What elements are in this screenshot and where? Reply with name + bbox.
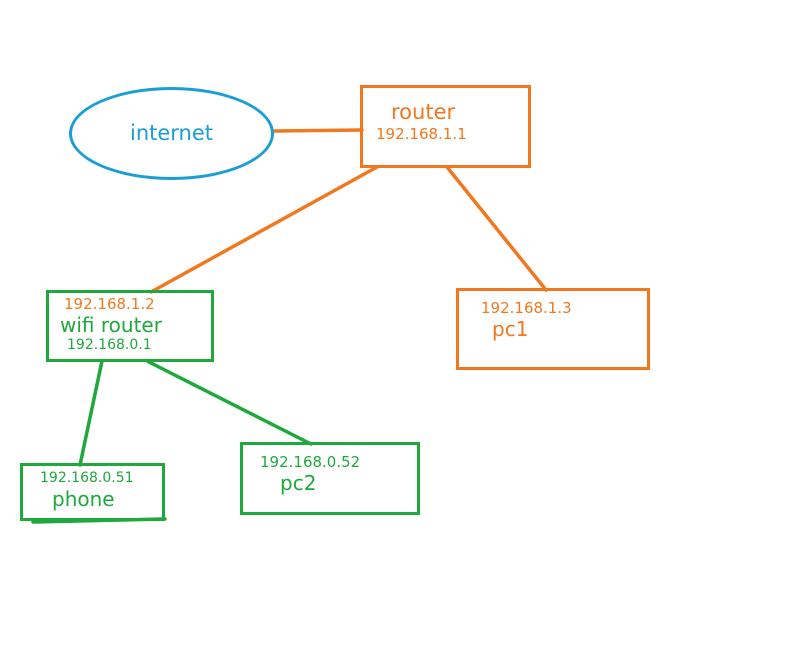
- pc2-ip: 192.168.0.52: [260, 453, 361, 471]
- edge-router-pc1: [445, 165, 548, 292]
- node-phone: 192.168.0.51 phone: [20, 463, 165, 521]
- edge-wifi-router-pc2: [145, 359, 313, 446]
- wifi-router-wan-ip: 192.168.1.2: [64, 295, 155, 313]
- phone-ip: 192.168.0.51: [40, 470, 134, 486]
- node-router: router 192.168.1.1: [360, 85, 531, 168]
- internet-label: internet: [129, 120, 214, 145]
- pc1-ip: 192.168.1.3: [481, 299, 572, 317]
- router-label: router: [391, 100, 456, 124]
- edge-router-wifi-router: [149, 165, 379, 294]
- router-ip: 192.168.1.1: [376, 125, 467, 144]
- wifi-router-label: wifi router: [60, 313, 162, 337]
- wifi-router-lan-ip: 192.168.0.1: [67, 337, 152, 353]
- phone-label: phone: [52, 486, 115, 511]
- edge-wifi-router-phone: [78, 359, 104, 467]
- node-internet: internet: [69, 87, 274, 180]
- node-wifi-router: 192.168.1.2 wifi router 192.168.0.1: [46, 290, 214, 362]
- pc1-label: pc1: [492, 317, 529, 341]
- edge-internet-router: [272, 128, 364, 133]
- pc2-label: pc2: [280, 471, 317, 495]
- node-pc1: 192.168.1.3 pc1: [456, 288, 650, 370]
- node-pc2: 192.168.0.52 pc2: [240, 442, 420, 515]
